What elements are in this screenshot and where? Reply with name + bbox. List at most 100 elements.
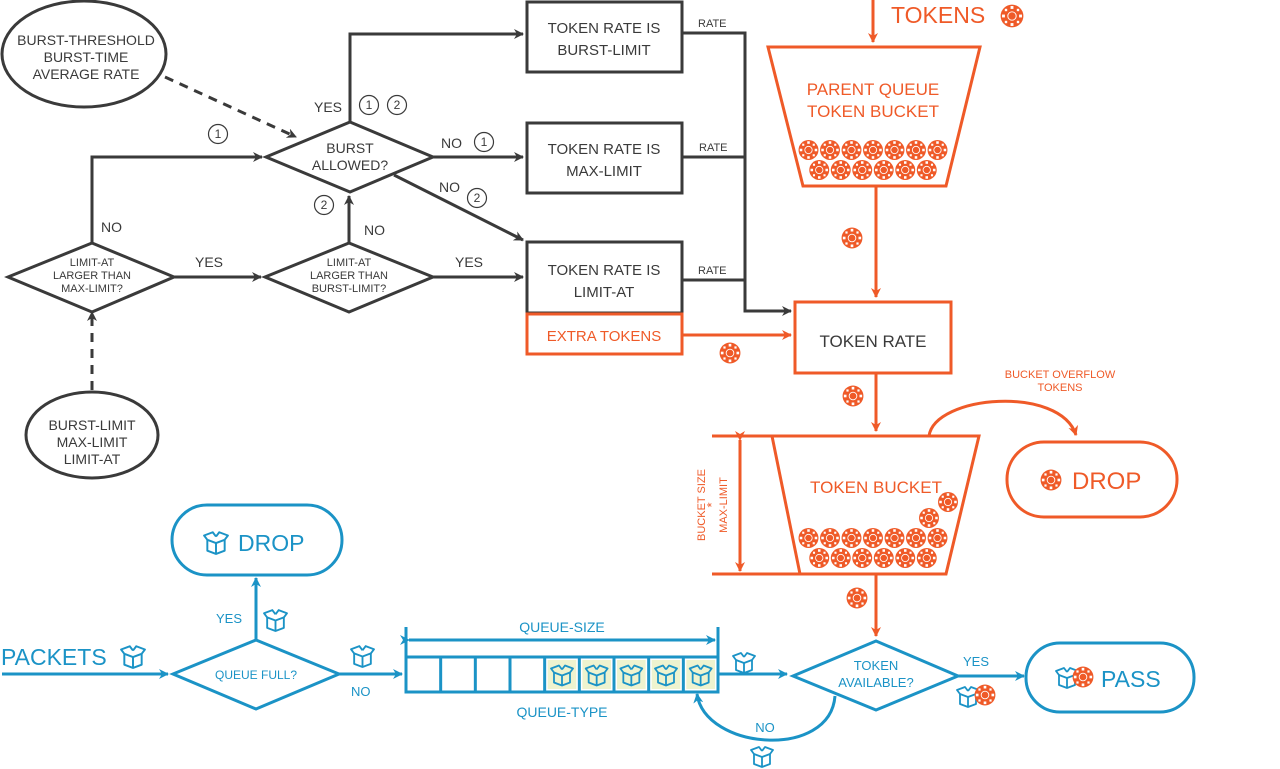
label-no: NO xyxy=(364,222,385,238)
box-rate-limit-at: TOKEN RATE IS LIMIT-AT xyxy=(525,240,684,315)
limit-param-line: MAX-LIMIT xyxy=(57,434,128,450)
packet-icon xyxy=(750,746,774,768)
token-chip xyxy=(927,139,948,161)
queue-slot-empty xyxy=(443,660,473,689)
token-icon xyxy=(1072,666,1094,688)
label-yes: YES xyxy=(216,611,242,626)
overflow-label: TOKENS xyxy=(1037,382,1082,394)
token-chip xyxy=(798,527,819,549)
svg-text:BUCKET SIZE: BUCKET SIZE xyxy=(696,469,708,541)
burst-param-line: AVERAGE RATE xyxy=(33,66,140,82)
label-rate: RATE xyxy=(699,142,728,154)
decision-limit-at-vs-burst-limit: LIMIT-AT LARGER THAN BURST-LIMIT? xyxy=(261,241,437,314)
bucket-size-label: BUCKET SIZE * MAX-LIMIT xyxy=(696,469,730,541)
token-chip xyxy=(884,527,905,549)
token-chip xyxy=(918,507,940,529)
token-icon xyxy=(842,385,864,407)
arrow-no-limit-at xyxy=(393,173,524,242)
token-chip xyxy=(894,159,916,181)
decision-text: BURST xyxy=(326,140,374,156)
label-yes: YES xyxy=(455,254,483,270)
decision-queue-full: QUEUE FULL? xyxy=(169,638,343,711)
token-chip xyxy=(905,527,927,549)
label-rate: RATE xyxy=(698,18,727,30)
label-no: NO xyxy=(755,720,775,735)
svg-text:1: 1 xyxy=(215,127,222,141)
queue-type-label: QUEUE-TYPE xyxy=(516,704,607,720)
packet-icon xyxy=(350,645,375,668)
packet-icon xyxy=(263,609,288,632)
arrow-no-requeue xyxy=(693,693,837,742)
token-chip xyxy=(905,139,927,161)
decision-text: LIMIT-AT xyxy=(327,257,372,269)
svg-text:2: 2 xyxy=(321,198,328,212)
token-chip xyxy=(830,547,852,569)
token-icon xyxy=(846,587,868,609)
box-rate-max-limit: TOKEN RATE IS MAX-LIMIT xyxy=(525,121,684,195)
queue xyxy=(404,655,720,694)
token-icon xyxy=(974,684,996,706)
token-icon xyxy=(1040,469,1062,491)
token-chip xyxy=(808,159,830,181)
token-chip xyxy=(819,139,841,161)
limit-param-line: LIMIT-AT xyxy=(64,451,121,467)
marker-2: 2 xyxy=(466,187,488,209)
decision-text: ALLOWED? xyxy=(312,157,388,173)
parent-queue-token-bucket: PARENT QUEUE TOKEN BUCKET xyxy=(766,45,982,188)
label-no: NO xyxy=(439,179,460,195)
arrow-no-to-burst xyxy=(90,152,263,243)
box-token-rate: TOKEN RATE xyxy=(793,300,953,375)
tokens-label: TOKENS xyxy=(891,2,985,28)
svg-text:TOKEN BUCKET: TOKEN BUCKET xyxy=(810,478,942,497)
svg-text:MAX-LIMIT: MAX-LIMIT xyxy=(566,163,642,180)
token-chip xyxy=(916,159,938,181)
label-no: NO xyxy=(441,135,462,151)
queue-size-label: QUEUE-SIZE xyxy=(519,619,605,635)
svg-text:AVAILABLE?: AVAILABLE? xyxy=(838,675,913,690)
overflow-arrow xyxy=(927,399,1078,437)
token-icon xyxy=(841,227,863,249)
svg-text:TOKEN BUCKET: TOKEN BUCKET xyxy=(807,102,939,121)
svg-text:2: 2 xyxy=(394,98,401,112)
svg-text:1: 1 xyxy=(481,135,488,149)
limit-param-line: BURST-LIMIT xyxy=(48,417,136,433)
svg-text:*: * xyxy=(704,502,719,507)
svg-text:DROP: DROP xyxy=(1072,468,1141,495)
decision-limit-at-vs-max-limit: LIMIT-AT LARGER THAN MAX-LIMIT? xyxy=(4,241,178,314)
decision-text: MAX-LIMIT? xyxy=(61,283,123,295)
svg-text:PASS: PASS xyxy=(1101,666,1161,692)
burst-param-line: BURST-THRESHOLD xyxy=(17,32,155,48)
burst-params-ellipse: BURST-THRESHOLD BURST-TIME AVERAGE RATE xyxy=(0,0,168,109)
svg-text:BURST-LIMIT: BURST-LIMIT xyxy=(557,42,650,59)
arrow-yes-burst xyxy=(348,29,524,122)
token-chip xyxy=(937,491,959,513)
token-drop-terminal: DROP xyxy=(1005,440,1179,519)
overflow-label: BUCKET OVERFLOW xyxy=(1005,369,1116,381)
token-bucket: TOKEN BUCKET xyxy=(712,434,981,576)
svg-text:TOKEN RATE IS: TOKEN RATE IS xyxy=(548,141,661,158)
token-chip xyxy=(862,527,884,549)
box-rate-burst-limit: TOKEN RATE IS BURST-LIMIT xyxy=(525,0,684,74)
rate-merge-arrow xyxy=(682,31,792,316)
packet-icon xyxy=(120,645,146,669)
token-chip xyxy=(851,547,873,569)
label-no: NO xyxy=(351,684,371,699)
token-chip xyxy=(862,139,884,161)
label-yes: YES xyxy=(314,99,342,115)
limit-params-ellipse: BURST-LIMIT MAX-LIMIT LIMIT-AT xyxy=(24,390,160,480)
burst-param-line: BURST-TIME xyxy=(44,49,129,65)
marker-1: 1 xyxy=(207,123,229,145)
token-chip xyxy=(808,547,830,569)
svg-text:MAX-LIMIT: MAX-LIMIT xyxy=(718,477,730,533)
packet-drop-terminal: DROP xyxy=(170,503,344,577)
token-chip xyxy=(927,527,948,549)
svg-text:QUEUE FULL?: QUEUE FULL? xyxy=(215,668,297,682)
dashed-arrow xyxy=(164,75,297,139)
marker-2: 2 xyxy=(386,94,408,116)
token-chip xyxy=(841,527,862,549)
queue-slot-empty xyxy=(513,660,542,689)
token-chip xyxy=(798,139,819,161)
pass-terminal: PASS xyxy=(1024,641,1196,714)
token-chip xyxy=(873,159,895,181)
